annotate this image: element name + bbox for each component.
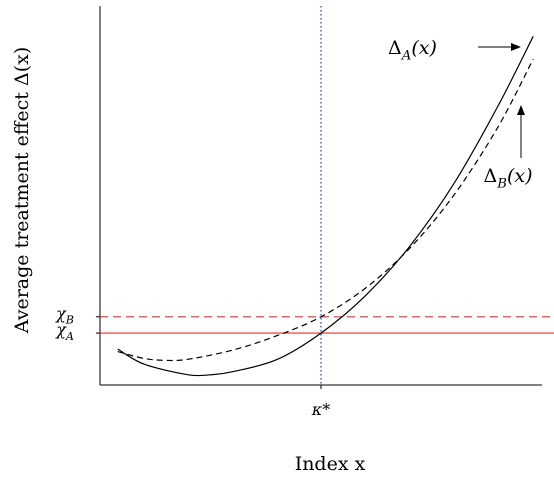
annotation-delta-a: ΔA(x) — [388, 37, 437, 64]
y-tick-chi-b: χB — [55, 304, 74, 327]
y-axis-label: Average treatment effect Δ(x) — [11, 47, 33, 334]
series-delta-a-curve — [117, 36, 534, 377]
y-tick-chi-a: χA — [55, 320, 74, 343]
annotation-delta-b: ΔB(x) — [483, 165, 532, 192]
x-tick-kappa-star: κ* — [311, 400, 331, 419]
x-axis-label: Index x — [295, 453, 366, 475]
series-delta-b-curve — [117, 58, 534, 362]
